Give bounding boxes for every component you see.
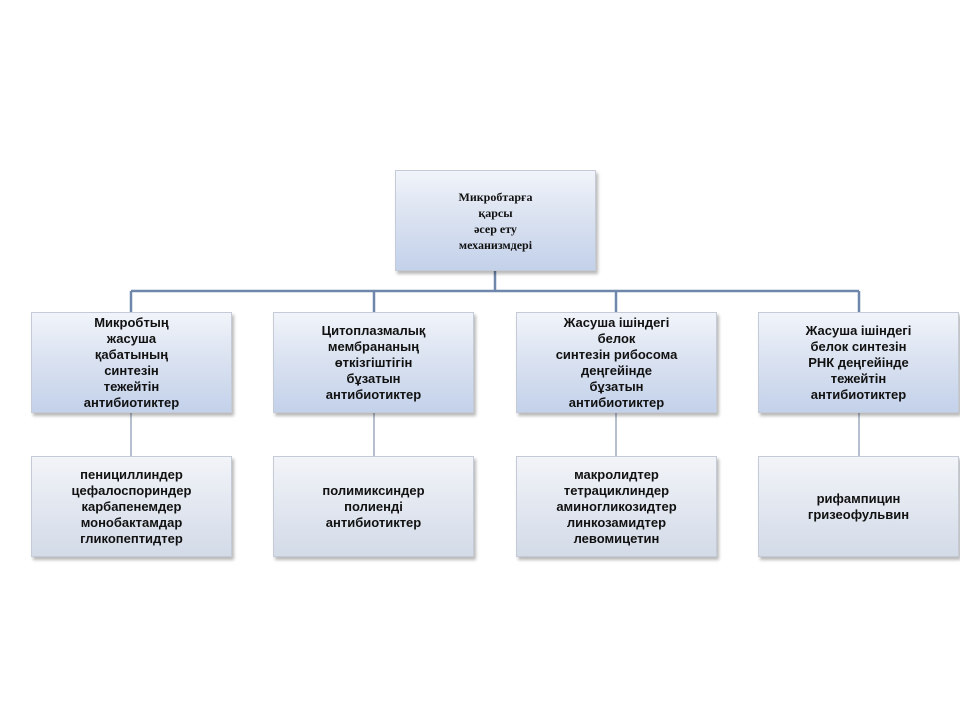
root-node-label: Микробтарға қарсы әсер ету механизмдері (458, 189, 533, 252)
category-node-label: Цитоплазмалық мембрананың өткізгіштігін … (321, 322, 426, 402)
category-node-label: Микробтың жасуша қабатының синтезін теже… (83, 314, 180, 410)
example-node-label: рифампицин гризеофульвин (807, 490, 910, 522)
category-node-rna: Жасуша ішіндегі белок синтезін РНК деңге… (758, 312, 959, 413)
example-node-cell-wall: пенициллиндер цефалоспориндер карбапенем… (31, 456, 232, 557)
category-node-label: Жасуша ішіндегі белок синтезін РНК деңге… (805, 322, 912, 402)
example-node-label: пенициллиндер цефалоспориндер карбапенем… (71, 466, 192, 546)
category-node-membrane: Цитоплазмалық мембрананың өткізгіштігін … (273, 312, 474, 413)
category-node-cell-wall: Микробтың жасуша қабатының синтезін теже… (31, 312, 232, 413)
category-node-label: Жасуша ішіндегі белок синтезін рибосома … (555, 314, 678, 410)
example-node-label: полимиксиндер полиенді антибиотиктер (322, 482, 425, 530)
example-node-ribosome: макролидтер тетрациклиндер аминогликозид… (516, 456, 717, 557)
category-node-ribosome: Жасуша ішіндегі белок синтезін рибосома … (516, 312, 717, 413)
example-node-rna: рифампицин гризеофульвин (758, 456, 959, 557)
root-node: Микробтарға қарсы әсер ету механизмдері (395, 170, 596, 271)
example-node-membrane: полимиксиндер полиенді антибиотиктер (273, 456, 474, 557)
example-node-label: макролидтер тетрациклиндер аминогликозид… (556, 466, 677, 546)
